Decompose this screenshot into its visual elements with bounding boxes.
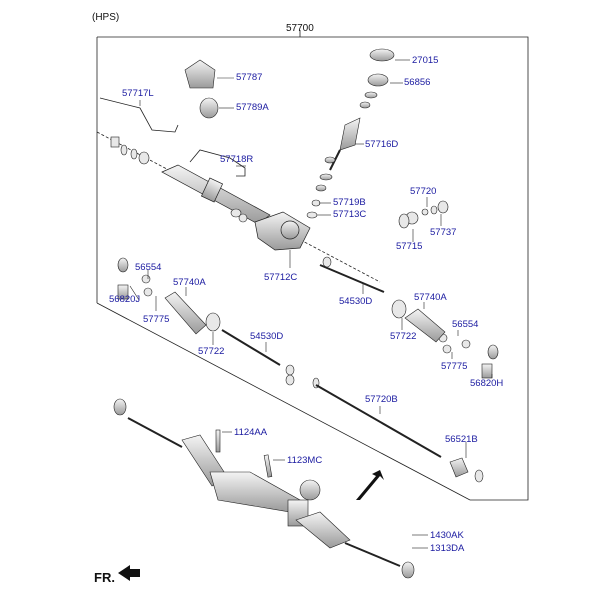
- assembly-boundary: [96, 30, 529, 501]
- part-label-57740A-left[interactable]: 57740A: [173, 277, 206, 288]
- small-rings: [110, 136, 484, 483]
- part-label-57740A-right[interactable]: 57740A: [414, 292, 447, 303]
- part-label-57717L[interactable]: 57717L: [122, 88, 154, 99]
- front-direction-label: FR.: [94, 570, 115, 585]
- part-label-1123MC[interactable]: 1123MC: [287, 455, 323, 466]
- part-label-57715[interactable]: 57715: [396, 241, 423, 252]
- tie-rods: [221, 264, 442, 458]
- rack-assembly-lower: [127, 417, 401, 567]
- part-label-57789A[interactable]: 57789A: [236, 102, 269, 113]
- part-label-57737[interactable]: 57737: [430, 227, 457, 238]
- part-label-57722-left[interactable]: 57722: [198, 346, 225, 357]
- leader-lines: [129, 59, 493, 549]
- part-label-57775-right[interactable]: 57775: [441, 361, 468, 372]
- part-label-56820H[interactable]: 56820H: [470, 378, 504, 389]
- part-label-57775-left[interactable]: 57775: [143, 314, 170, 325]
- part-label-57720B[interactable]: 57720B: [365, 394, 398, 405]
- rack-housing-upper: [161, 164, 311, 251]
- part-label-1313DA[interactable]: 1313DA: [430, 543, 465, 554]
- part-label-56554-right[interactable]: 56554: [452, 319, 479, 330]
- part-label-1430AK[interactable]: 1430AK: [430, 530, 464, 541]
- part-label-56856[interactable]: 56856: [404, 77, 431, 88]
- part-label-27015[interactable]: 27015: [412, 55, 439, 66]
- part-label-57712C[interactable]: 57712C: [264, 272, 298, 283]
- feed-tube: [99, 97, 246, 177]
- assembly-number: 57700: [286, 23, 314, 34]
- part-label-56554-left[interactable]: 56554: [135, 262, 162, 273]
- part-label-57719B[interactable]: 57719B: [333, 197, 366, 208]
- part-label-57787[interactable]: 57787: [236, 72, 263, 83]
- part-label-1124AA[interactable]: 1124AA: [234, 427, 268, 438]
- callout-arrow: [356, 470, 384, 500]
- part-label-56521B[interactable]: 56521B: [445, 434, 478, 445]
- tie-rod-ends: [113, 257, 499, 579]
- pinion-assembly: [315, 48, 395, 192]
- variant-label: (HPS): [92, 12, 120, 23]
- part-label-57720[interactable]: 57720: [410, 186, 437, 197]
- part-label-57722-right[interactable]: 57722: [390, 331, 417, 342]
- part-label-54530D-top[interactable]: 54530D: [339, 296, 373, 307]
- part-label-54530D[interactable]: 54530D: [250, 331, 284, 342]
- clamp-bracket: [184, 59, 219, 119]
- part-label-57716D[interactable]: 57716D: [365, 139, 399, 150]
- part-label-56820J[interactable]: 56820J: [109, 294, 141, 305]
- fr-arrow-icon: [118, 565, 140, 581]
- part-label-57713C[interactable]: 57713C: [333, 209, 367, 220]
- bellows-boots: [164, 291, 469, 478]
- part-label-57718R[interactable]: 57718R: [220, 154, 254, 165]
